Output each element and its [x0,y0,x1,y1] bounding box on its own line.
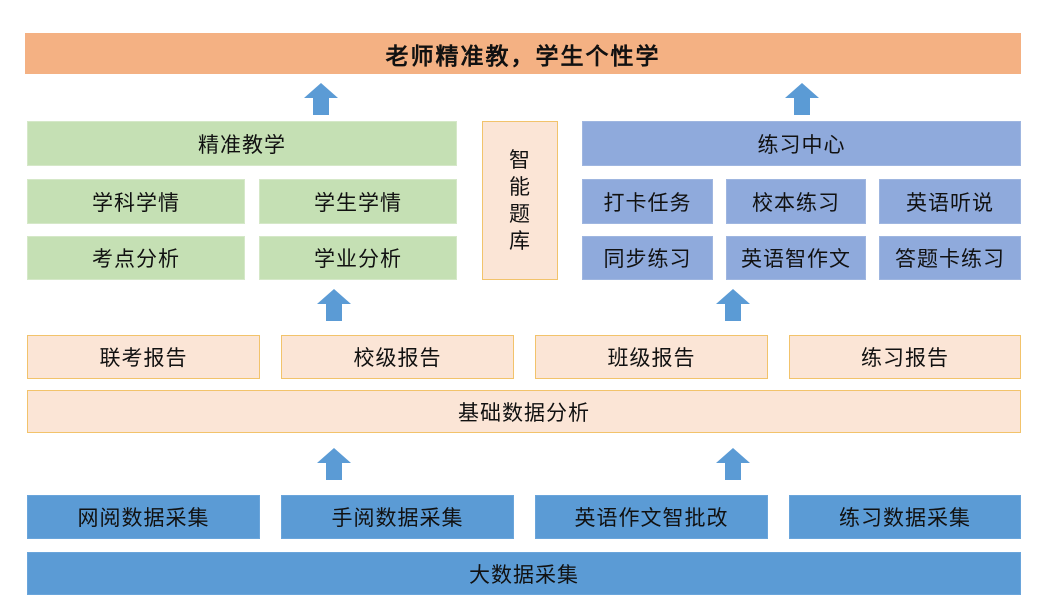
big-data-collection: 大数据采集 [27,552,1021,595]
collection-item: 练习数据采集 [789,495,1021,539]
question-bank-label: 智能题库 [509,147,531,253]
practice-item: 校本练习 [726,179,866,224]
practice-item: 同步练习 [582,236,713,280]
report-item: 联考报告 [27,335,260,379]
question-bank: 智能题库 [482,121,558,280]
teaching-item: 学生学情 [259,179,457,224]
arrow-up-icon [785,83,819,115]
teaching-item: 学科学情 [27,179,245,224]
collection-item: 英语作文智批改 [535,495,768,539]
top-banner: 老师精准教，学生个性学 [25,33,1021,74]
practice-item: 答题卡练习 [879,236,1021,280]
arrow-up-icon [317,289,351,321]
practice-item: 英语智作文 [726,236,866,280]
practice-title: 练习中心 [582,121,1021,166]
arrow-up-icon [716,289,750,321]
arrow-up-icon [716,448,750,480]
report-item: 班级报告 [535,335,768,379]
basic-analysis: 基础数据分析 [27,390,1021,433]
practice-item: 打卡任务 [582,179,713,224]
teaching-item: 学业分析 [259,236,457,280]
arrow-up-icon [304,83,338,115]
practice-item: 英语听说 [879,179,1021,224]
teaching-item: 考点分析 [27,236,245,280]
collection-item: 网阅数据采集 [27,495,260,539]
teaching-title: 精准教学 [27,121,457,166]
report-item: 练习报告 [789,335,1021,379]
arrow-up-icon [317,448,351,480]
collection-item: 手阅数据采集 [281,495,514,539]
report-item: 校级报告 [281,335,514,379]
